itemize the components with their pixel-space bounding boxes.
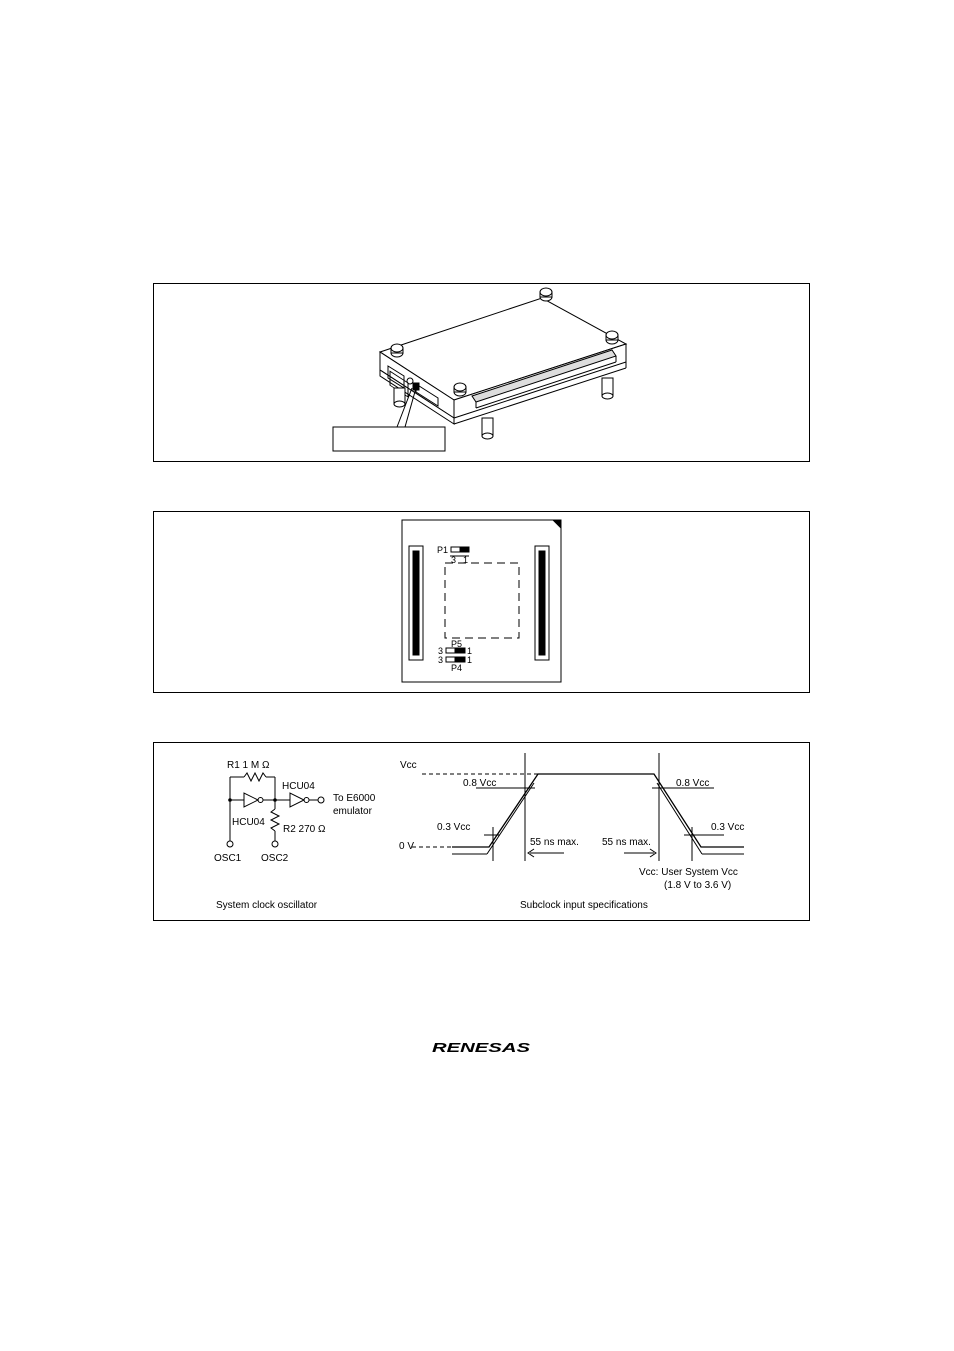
r2-label: R2 270 Ω [283, 824, 326, 835]
p5-label: P5 [451, 639, 462, 649]
to-emulator-line2: emulator [333, 806, 373, 817]
board-top-view-drawing: P1 3 1 P5 3 1 3 1 P4 [401, 519, 562, 683]
renesas-logo-text: RENESAS [432, 1040, 530, 1055]
p1-pin3: 3 [451, 555, 456, 565]
hcu04-top-label: HCU04 [282, 781, 315, 792]
board-perspective-drawing [332, 287, 628, 452]
vcc-note-line2: (1.8 V to 3.6 V) [664, 880, 731, 891]
fall-03vcc-label: 0.3 Vcc [711, 822, 744, 833]
p4-label: P4 [451, 663, 462, 673]
vcc-note-line1: Vcc: User System Vcc [639, 867, 738, 878]
clock-specs-drawing: R1 1 M Ω HCU04 To E6000 emulator HCU04 R… [214, 753, 744, 911]
vcc-label: Vcc [400, 760, 417, 771]
fall-time-label: 55 ns max. [602, 837, 651, 848]
to-emulator-line1: To E6000 [333, 793, 376, 804]
zero-v-label: 0 V [399, 841, 414, 852]
p4-pin1: 1 [467, 655, 472, 665]
p1-pin1: 1 [463, 555, 468, 565]
right-caption: Subclock input specifications [520, 900, 648, 911]
figure-board-top-view: P1 3 1 P5 3 1 3 1 P4 [153, 511, 810, 693]
renesas-logo: RENESAS [432, 1037, 530, 1057]
p5-pin1: 1 [467, 646, 472, 656]
fall-08vcc-label: 0.8 Vcc [676, 778, 709, 789]
p1-label: P1 [437, 545, 448, 555]
figure-board-perspective [153, 283, 810, 462]
rise-time-label: 55 ns max. [530, 837, 579, 848]
junction-dot-right [273, 798, 277, 802]
figure-clock-specs: R1 1 M Ω HCU04 To E6000 emulator HCU04 R… [153, 742, 810, 921]
osc1-label: OSC1 [214, 853, 242, 864]
hcu04-bottom-label: HCU04 [232, 817, 265, 828]
callout-box [332, 426, 446, 452]
rise-08vcc-label: 0.8 Vcc [463, 778, 496, 789]
left-caption: System clock oscillator [216, 900, 318, 911]
p4-pin3: 3 [438, 655, 443, 665]
r1-label: R1 1 M Ω [227, 760, 270, 771]
osc2-label: OSC2 [261, 853, 289, 864]
rise-03vcc-label: 0.3 Vcc [437, 822, 470, 833]
p5-pin3: 3 [438, 646, 443, 656]
junction-dot-left [228, 798, 232, 802]
